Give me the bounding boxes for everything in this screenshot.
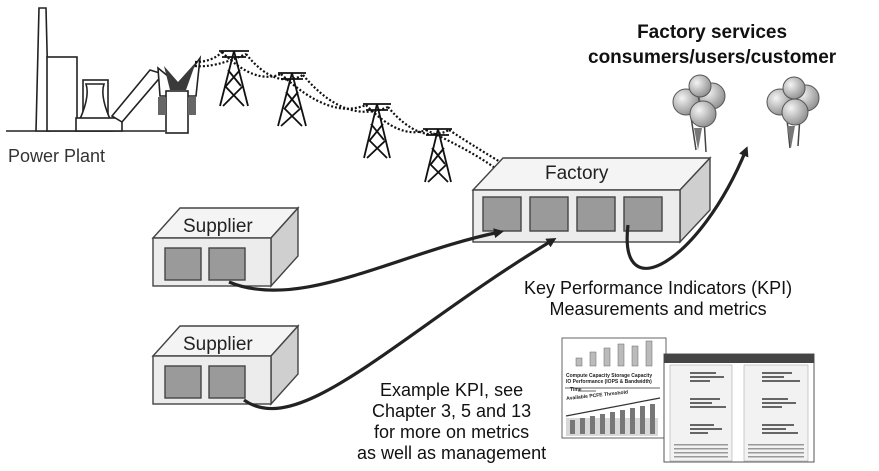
consumer-group-1 — [672, 74, 726, 153]
factory-door-3 — [576, 196, 616, 232]
kpi-thumbnail-chart — [561, 337, 667, 439]
pylon-4 — [423, 128, 452, 183]
factory-label: Factory — [545, 163, 609, 184]
supplier-1-arrow — [228, 228, 504, 292]
thumbnail-time-label: Time — [570, 387, 582, 393]
thumbnail-legend-line-2: IO Performance (IOPS & Bandwidth) — [566, 379, 652, 385]
consumers-title: Factory services consumers/users/custome… — [588, 20, 836, 70]
flow-arrows — [228, 146, 749, 411]
thumbnail-legend: Compute Capacity Storage Capacity IO Per… — [566, 373, 652, 385]
pylon-2 — [277, 72, 307, 127]
kpi-caption-line-2: Measurements and metrics — [549, 299, 767, 319]
kpi-caption: Key Performance Indicators (KPI) Measure… — [524, 278, 792, 320]
pylon-3 — [363, 103, 391, 159]
power-plant-label: Power Plant — [8, 146, 106, 166]
supplier-2-label: Supplier — [183, 334, 253, 355]
supplier-2-building — [151, 324, 300, 406]
supplier-2-arrow — [243, 237, 557, 411]
example-caption-line-3: for more on metrics — [374, 422, 530, 442]
services-arrow — [625, 146, 749, 270]
consumers-title-line-2: consumers/users/customer — [588, 47, 837, 68]
factory-door-2 — [529, 196, 569, 232]
example-caption-line-2: Chapter 3, 5 and 13 — [371, 401, 532, 421]
pylon-1 — [219, 50, 249, 107]
smokestack — [35, 7, 50, 132]
power-lines — [194, 51, 503, 169]
consumer-group-2 — [766, 76, 820, 149]
supplier-1-building — [151, 206, 300, 288]
example-caption-line-4: as well as management — [357, 443, 547, 463]
kpi-thumbnail-report — [663, 353, 815, 463]
plant-building — [46, 56, 78, 132]
factory-door-1 — [482, 196, 522, 232]
example-caption-line-1: Example KPI, see — [380, 380, 524, 400]
kpi-caption-line-1: Key Performance Indicators (KPI) — [524, 278, 793, 298]
plant-base — [75, 117, 123, 132]
transformer — [157, 55, 202, 134]
thumbnail-legend-line-1: Compute Capacity Storage Capacity — [566, 373, 653, 379]
power-plant — [6, 7, 165, 132]
example-kpi-caption: Example KPI, see Chapter 3, 5 and 13 for… — [357, 380, 546, 464]
transmission-feed — [110, 69, 165, 124]
factory-door-4 — [623, 196, 663, 232]
factory-building — [471, 156, 712, 244]
supplier-1-label: Supplier — [183, 216, 253, 237]
consumers-title-line-1: Factory services — [637, 22, 788, 43]
